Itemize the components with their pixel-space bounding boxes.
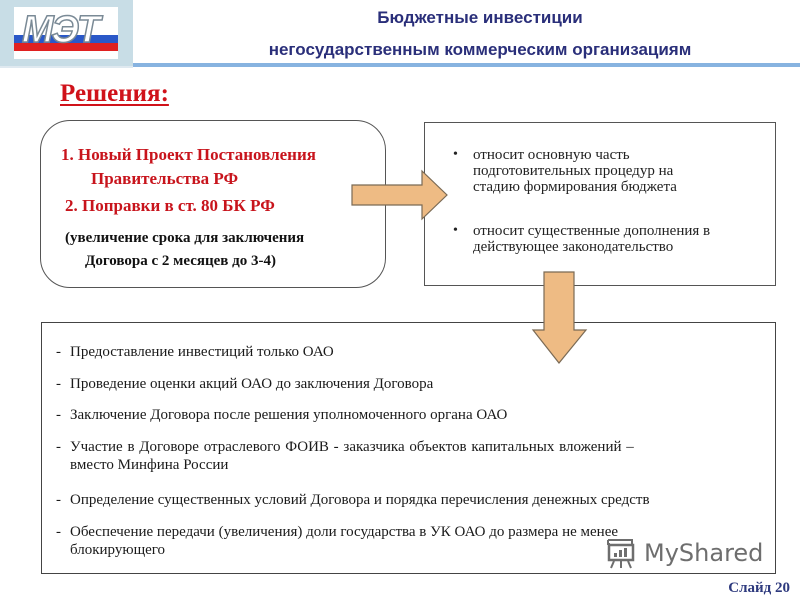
dash-marker: - bbox=[56, 439, 61, 455]
bullet-icon: • bbox=[453, 147, 458, 162]
logo-flag-stripe-white bbox=[14, 27, 118, 35]
page-title-line-1: Бюджетные инвестиции bbox=[377, 8, 583, 27]
proposal-note-line-1: (увеличение срока для заключения bbox=[65, 230, 305, 246]
dash-marker: - bbox=[56, 492, 61, 508]
logo-text: МЭТ bbox=[21, 8, 101, 52]
arrow-down-icon bbox=[531, 271, 588, 364]
page-title-line-2: негосударственным коммерческим организац… bbox=[268, 40, 692, 59]
watermark: MyShared bbox=[604, 536, 763, 570]
effect-item-1-line-1: относит основную часть bbox=[473, 147, 630, 163]
proposals-box: 1. Новый Проект Постановления Правительс… bbox=[40, 120, 386, 288]
proposal-item-1-line-2: Правительства РФ bbox=[91, 169, 239, 188]
dash-marker: - bbox=[56, 344, 61, 360]
arrow-right-icon bbox=[351, 169, 448, 221]
solutions-heading: Решения: bbox=[60, 80, 169, 107]
presentation-board-icon bbox=[607, 539, 635, 569]
logo-panel: МЭТ bbox=[0, 0, 133, 68]
slide-number: Слайд 20 bbox=[728, 580, 790, 596]
proposal-item-1-line-1: 1. Новый Проект Постановления bbox=[61, 145, 316, 164]
logo: МЭТ bbox=[14, 7, 118, 59]
bullet-icon: • bbox=[453, 223, 458, 238]
dash-marker: - bbox=[56, 407, 61, 423]
effects-box: • относит основную часть подготовительны… bbox=[424, 122, 776, 286]
proposal-item-2: 2. Поправки в ст. 80 БК РФ bbox=[65, 196, 275, 215]
conditions-box: - Предоставление инвестиций только ОАО -… bbox=[41, 322, 776, 574]
effect-item-1-line-3: стадию формирования бюджета bbox=[473, 179, 677, 195]
header-divider-left bbox=[0, 66, 133, 68]
effect-item-2-line-1: относит существенные дополнения в bbox=[473, 223, 711, 239]
effect-item-2-line-2: действующее законодательство bbox=[473, 239, 674, 255]
dash-marker: - bbox=[56, 524, 61, 540]
effect-item-1-line-2: подготовительных процедур на bbox=[473, 163, 674, 179]
header-divider bbox=[133, 63, 800, 67]
watermark-text: MyShared bbox=[644, 539, 764, 567]
logo-flag-stripe-blue bbox=[14, 35, 118, 43]
dash-marker: - bbox=[56, 376, 61, 392]
proposal-note-line-2: Договора с 2 месяцев до 3-4) bbox=[85, 253, 276, 269]
logo-flag-stripe-red bbox=[14, 43, 118, 51]
